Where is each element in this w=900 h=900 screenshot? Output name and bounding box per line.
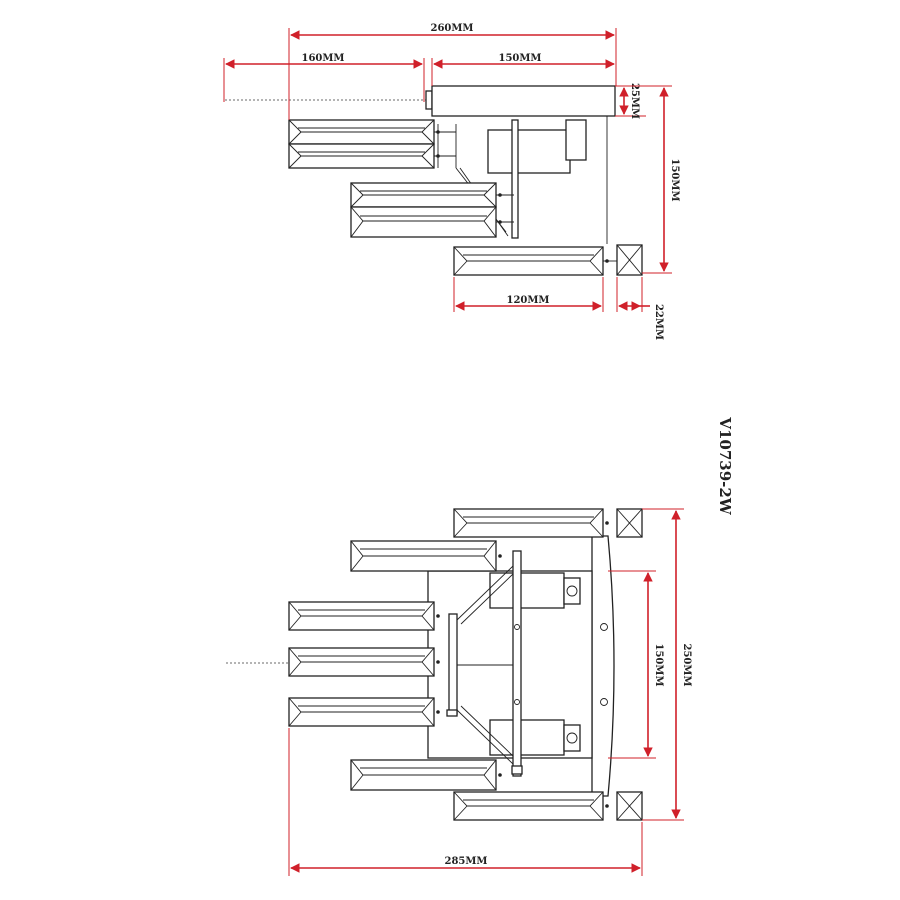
crystal-bar-top-5 (288, 697, 435, 727)
crystal-bar-top-2 (350, 540, 497, 572)
socket-cap (565, 119, 587, 161)
model-number: V10739-2W (716, 416, 734, 515)
crystal-bar-1 (288, 119, 435, 145)
crystal-bar-top-1 (453, 508, 604, 538)
canopy-plate (431, 85, 616, 117)
crystal-bar-2 (288, 143, 435, 169)
dim-overall-depth: 260MM (430, 23, 473, 34)
end-block-top-lower (616, 791, 643, 821)
chain-mount (425, 90, 433, 110)
socket-upper (489, 572, 581, 609)
dim-top-overall-depth: 285MM (444, 856, 487, 867)
crystal-bar-4 (350, 206, 497, 238)
dim-canopy-depth: 150MM (498, 53, 541, 64)
backplate (591, 535, 615, 797)
end-block-top-upper (616, 508, 643, 538)
center-rod (511, 119, 519, 239)
dim-canopy-height: 25MM (629, 83, 640, 119)
crystal-bar-top-3 (288, 601, 435, 631)
crystal-bar-3 (350, 182, 497, 208)
center-rod-top (512, 550, 522, 777)
end-block (616, 244, 643, 276)
top-view: 150MM 250MM 285MM (226, 508, 692, 876)
dim-bar-length: 120MM (506, 295, 549, 306)
inner-rod-top (448, 613, 458, 715)
crystal-bar-top-4 (288, 647, 435, 677)
crystal-bar-top-6 (350, 759, 497, 791)
side-view: 260MM 160MM 150MM 25MM 150MM 120MM 22MM (223, 23, 680, 340)
socket-body (487, 129, 571, 174)
dim-overall-width: 250MM (681, 643, 692, 686)
crystal-bar-top-7 (453, 791, 604, 821)
dim-backplate-inner: 150MM (653, 643, 664, 686)
dim-chain-length: 160MM (301, 53, 344, 64)
crystal-bar-5 (453, 246, 604, 276)
dim-overall-height: 150MM (669, 158, 680, 201)
socket-lower (489, 719, 581, 756)
dim-end-block: 22MM (653, 304, 664, 340)
